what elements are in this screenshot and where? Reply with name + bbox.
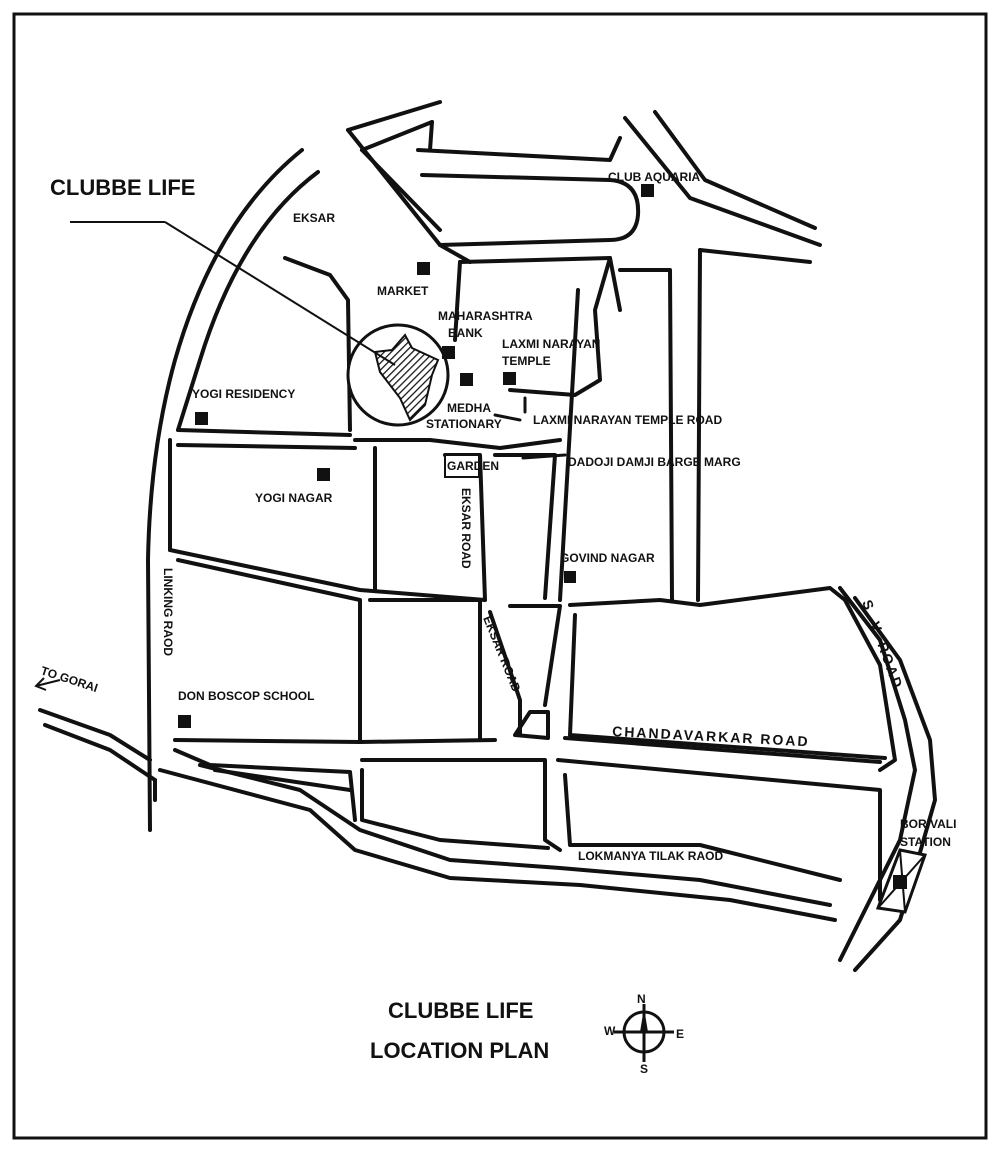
road-network: [38, 100, 937, 972]
temple-marker: [503, 372, 516, 385]
market-marker: [417, 262, 430, 275]
label-yogi-residency: YOGI RESIDENCY: [192, 387, 295, 401]
project-label: CLUBBE LIFE: [50, 175, 195, 200]
garden-box: [444, 454, 480, 478]
label-garden: GARDEN: [447, 459, 499, 473]
label-bank-2: BANK: [448, 326, 483, 340]
compass-w: W: [604, 1024, 616, 1038]
map-title-line2: LOCATION PLAN: [370, 1038, 549, 1063]
label-market: MARKET: [377, 284, 429, 298]
label-govind-nagar: GOVIND NAGAR: [560, 551, 655, 565]
label-stationary-1: MEDHA: [447, 401, 491, 415]
label-bank-1: MAHARASHTRA: [438, 309, 533, 323]
borivali-station-building: [875, 848, 927, 914]
compass-e: E: [676, 1027, 684, 1041]
to-gorai-arrow: [34, 677, 61, 691]
label-don-boscop-school: DON BOSCOP SCHOOL: [178, 689, 314, 703]
label-barge-marg: DADOJI DAMJI BARGE MARG: [568, 455, 741, 469]
govind-nagar-marker: [564, 571, 576, 583]
compass-s: S: [640, 1062, 648, 1076]
club-aquaria-marker: [641, 184, 654, 197]
label-stationary-2: STATIONARY: [426, 417, 502, 431]
compass-rose: N S E W: [604, 992, 684, 1076]
project-site-marker: [70, 221, 450, 427]
label-temple-1: LAXMI NARAYAN: [502, 337, 600, 351]
map-border: [12, 12, 988, 1140]
label-to-gorai: TO GORAI: [39, 664, 100, 696]
label-borivali-2: STATION: [900, 835, 951, 849]
label-eksar-road-lower: EKSAR ROAD: [480, 614, 523, 694]
label-lokmanya-tilak-road: LOKMANYA TILAK RAOD: [578, 849, 723, 863]
label-eksar-road-upper: EKSAR ROAD: [459, 488, 473, 569]
label-club-aquaria: CLUB AQUARIA: [608, 170, 701, 184]
yogi-nagar-marker: [317, 468, 330, 481]
label-temple-2: TEMPLE: [502, 354, 551, 368]
compass-n: N: [637, 992, 646, 1006]
label-borivali-1: BORIVALI: [900, 817, 956, 831]
yogi-residency-marker: [195, 412, 208, 425]
map-title-line1: CLUBBE LIFE: [388, 998, 533, 1023]
label-temple-road: LAXMI NARAYAN TEMPLE ROAD: [533, 413, 722, 427]
label-linking-road: LINKING RAOD: [161, 568, 175, 656]
bank-marker: [442, 346, 455, 359]
landmark-markers: [178, 184, 654, 728]
school-marker: [178, 715, 191, 728]
label-yogi-nagar: YOGI NAGAR: [255, 491, 333, 505]
stationary-marker: [460, 373, 473, 386]
label-eksar: EKSAR: [293, 211, 335, 225]
